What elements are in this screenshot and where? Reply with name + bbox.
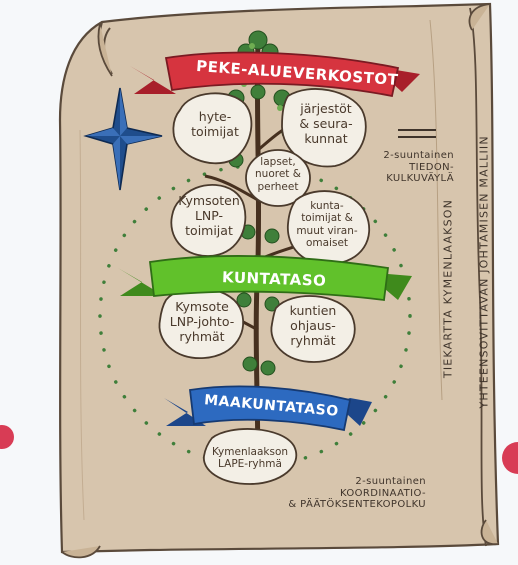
bubble-lapset: lapset, nuoret & perheet <box>255 156 301 193</box>
compass-star-icon <box>83 87 163 191</box>
bubble-kuntatoimijat: kunta- toimijat & muut viran- omaiset <box>296 200 358 250</box>
banner-kunta-label: KUNTATASO <box>221 268 327 290</box>
left-accent-dot <box>0 425 14 449</box>
side-title-line1: TIEKARTTA KYMENLAAKSON <box>441 198 455 379</box>
right-accent-dot <box>502 442 518 474</box>
peke-banner <box>130 51 420 98</box>
note-tiedonkulku: 2-suuntainen TIEDON- KULKUVÄYLÄ <box>383 150 454 184</box>
bubble-hyte: hyte- toimijat <box>191 109 239 139</box>
bubble-jarjestot: järjestöt & seura- kunnat <box>299 101 353 146</box>
bubble-kymsote-lnp-johto: Kymsote LNP-johto- ryhmät <box>169 299 235 344</box>
bubble-kuntien-ohjaus: kuntien ohjaus- ryhmät <box>289 303 337 348</box>
bubble-shapes <box>158 88 371 485</box>
kunta-banner <box>118 255 412 302</box>
maakunta-banner <box>164 385 372 432</box>
note-koordinaatio: 2-suuntainen KOORDINAATIO- & PÄÄTÖKSENTE… <box>288 476 426 510</box>
double-line-mark <box>398 129 436 138</box>
bubble-kymenlaakson-lape: Kymenlaakson LAPE-ryhmä <box>211 446 289 471</box>
bubble-kymsoten-lnp: Kymsoten LNP- toimijat <box>178 193 240 238</box>
side-title-line2: YHTEENSOVITTAVAN JOHTAMISEN MALLIIN <box>477 135 491 409</box>
